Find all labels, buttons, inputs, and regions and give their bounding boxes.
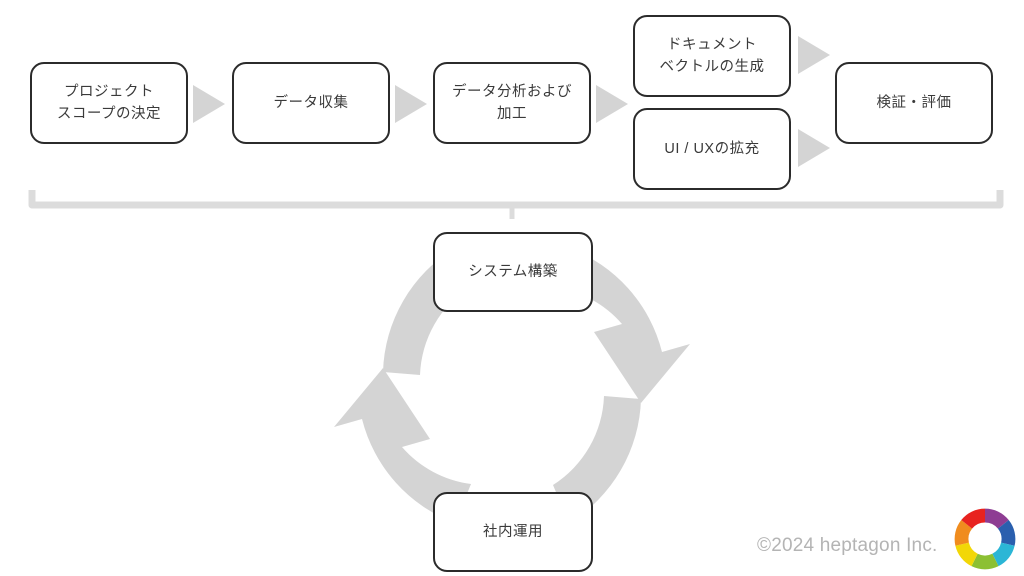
node-internal-operation[interactable]: 社内運用 (433, 492, 593, 572)
node-validation-evaluation[interactable]: 検証・評価 (835, 62, 993, 144)
arrow-uiux-to-validate (798, 129, 830, 167)
node-system-build[interactable]: システム構築 (433, 232, 593, 312)
node-project-scope[interactable]: プロジェクト スコープの決定 (30, 62, 188, 144)
arrow-analyze-to-branch (596, 85, 628, 123)
node-document-vectorization[interactable]: ドキュメント ベクトルの生成 (633, 15, 791, 97)
arrow-collect-to-analyze (395, 85, 427, 123)
phase-group-bracket (28, 190, 1004, 219)
node-data-analysis[interactable]: データ分析および 加工 (433, 62, 591, 144)
arrow-vectorize-to-validate (798, 36, 830, 74)
node-data-collection[interactable]: データ収集 (232, 62, 390, 144)
node-ui-ux-enhancement[interactable]: UI / UXの拡充 (633, 108, 791, 190)
heptagon-color-wheel-logo (954, 508, 1016, 570)
arrow-scope-to-collect (193, 85, 225, 123)
copyright-notice: ©2024 heptagon Inc. (757, 535, 938, 556)
